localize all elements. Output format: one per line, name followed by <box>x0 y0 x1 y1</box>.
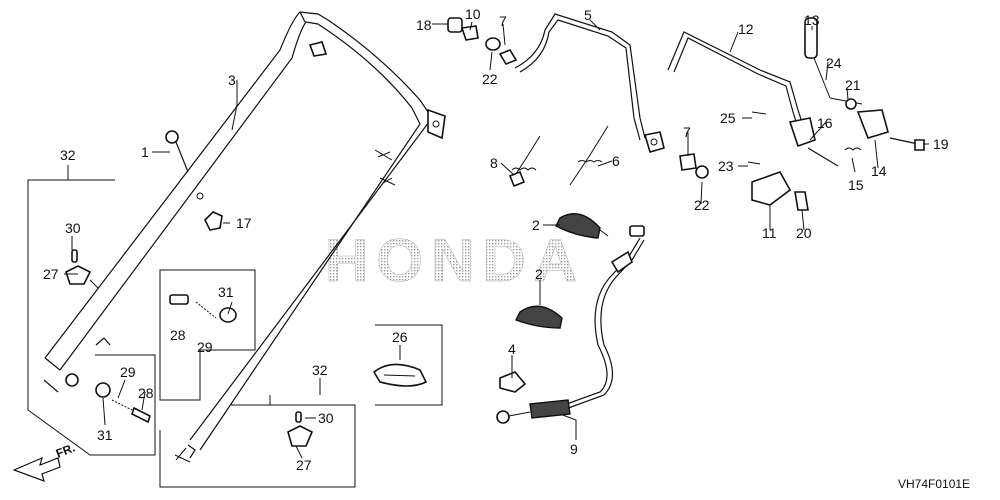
top-small-parts <box>447 17 518 65</box>
callout-22-top: 22 <box>482 71 498 87</box>
callout-11: 11 <box>762 225 777 241</box>
callout-2-upper: 2 <box>532 217 540 233</box>
callout-31-left: 31 <box>97 427 113 443</box>
callout-27-left: 27 <box>43 266 59 282</box>
callout-32-bottom: 32 <box>312 362 328 378</box>
box-26 <box>372 324 443 406</box>
callout-6: 6 <box>612 153 620 169</box>
leader-lines <box>64 19 929 459</box>
callout-28-left: 28 <box>138 385 154 401</box>
callout-4: 4 <box>508 341 516 357</box>
callout-19: 19 <box>933 136 949 152</box>
callout-5: 5 <box>584 7 592 23</box>
callout-23: 23 <box>718 158 734 174</box>
callout-3: 3 <box>228 72 236 88</box>
main-handle <box>43 11 446 459</box>
figure-reference: VH74F0101E <box>898 477 970 491</box>
cable-9 <box>496 225 645 424</box>
rod-5 <box>514 13 665 153</box>
callout-18: 18 <box>416 17 432 33</box>
nut-17 <box>204 211 223 231</box>
box-pin-assembly <box>159 269 256 401</box>
lever-2-lower <box>515 305 563 329</box>
callout-17: 17 <box>236 215 252 231</box>
front-direction-label: FR. <box>54 441 77 461</box>
callout-20: 20 <box>796 225 812 241</box>
callout-labels: 1 3 32 30 27 17 31 28 29 29 28 31 32 30 … <box>43 6 949 473</box>
front-direction-indicator: FR. <box>12 441 77 482</box>
rod-12 <box>667 31 816 148</box>
callout-28-box: 28 <box>170 327 186 343</box>
spring-8 <box>508 135 541 188</box>
callout-2-lower: 2 <box>535 266 543 282</box>
callout-12: 12 <box>738 21 754 37</box>
box-32-bottom <box>159 395 356 488</box>
callout-26: 26 <box>392 329 408 345</box>
callout-29-left: 29 <box>120 364 136 380</box>
callout-14: 14 <box>871 163 887 179</box>
callout-29-box: 29 <box>197 339 213 355</box>
honda-watermark: HONDA <box>325 227 585 294</box>
callout-1: 1 <box>141 144 149 160</box>
callout-27-bottom: 27 <box>296 457 312 473</box>
callout-30-left: 30 <box>65 220 81 236</box>
callout-16: 16 <box>817 115 833 131</box>
lever-2-upper <box>555 213 609 239</box>
callout-7-right: 7 <box>683 124 691 140</box>
callout-9: 9 <box>570 441 578 457</box>
spring-6 <box>569 125 609 186</box>
callout-30-bottom: 30 <box>318 410 334 426</box>
callout-21: 21 <box>845 77 861 93</box>
callout-24: 24 <box>826 55 842 71</box>
callout-8: 8 <box>490 155 498 171</box>
box-32-left <box>27 168 156 456</box>
callout-15: 15 <box>848 177 864 193</box>
right-parts <box>679 17 925 211</box>
callout-25: 25 <box>720 110 736 126</box>
callout-22-right: 22 <box>694 197 710 213</box>
callout-32-left: 32 <box>60 147 76 163</box>
eye-bolt <box>165 130 189 173</box>
callout-7-top: 7 <box>499 13 507 29</box>
callout-13: 13 <box>804 12 820 28</box>
callout-31-box: 31 <box>218 284 234 300</box>
callout-10: 10 <box>465 6 481 22</box>
